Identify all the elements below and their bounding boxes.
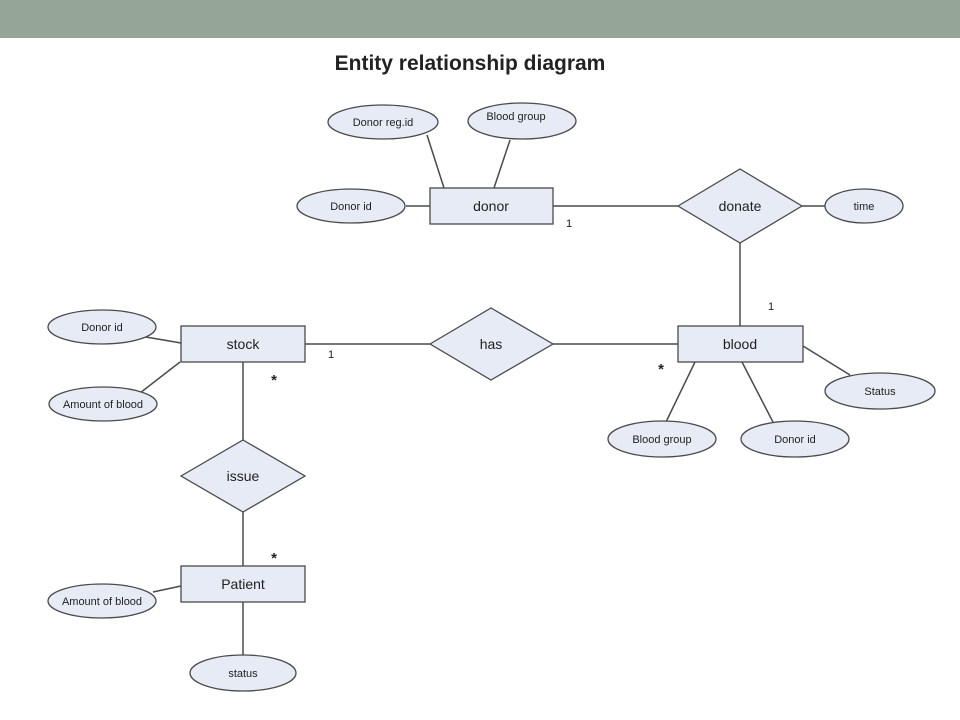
cardinality-stock-has: 1: [328, 349, 334, 361]
attribute-blood-blood-group: Blood group: [607, 420, 717, 458]
page-title: Entity relationship diagram: [334, 52, 606, 75]
link-donor-bloodgroup: [493, 139, 511, 189]
connectors: [139, 134, 851, 656]
header-band: [0, 0, 960, 38]
relationship-has-label: has: [480, 336, 503, 352]
entity-patient-label: Patient: [221, 576, 265, 592]
link-blood-bloodgroup: [664, 361, 696, 425]
svg-text:Donor id: Donor id: [81, 322, 123, 334]
entity-patient: Patient: [180, 565, 306, 603]
link-blood-donorid: [741, 361, 775, 425]
relationship-donate-label: donate: [719, 198, 762, 214]
entity-stock: stock: [180, 325, 306, 363]
attribute-stock-donor-id: Donor id: [47, 309, 157, 345]
attribute-donor-blood-group: Blood group: [467, 102, 577, 140]
link-blood-status: [802, 345, 851, 376]
cardinality-donor-donate: 1: [566, 218, 572, 230]
relationship-has: has: [428, 307, 555, 381]
attribute-blood-status: Status: [824, 372, 936, 410]
svg-text:Blood group: Blood group: [632, 434, 691, 446]
attribute-blood-donor-id: Donor id: [740, 420, 850, 458]
svg-text:time: time: [854, 201, 875, 213]
entity-donor: donor: [429, 187, 554, 225]
cardinality-donate-blood: 1: [768, 301, 774, 313]
svg-text:Donor id: Donor id: [774, 434, 816, 446]
relationship-issue-label: issue: [227, 468, 260, 484]
attribute-donor-reg-id: Donor reg.id: [327, 104, 439, 140]
svg-text:status: status: [228, 668, 258, 680]
attribute-patient-amount-of-blood: Amount of blood: [47, 583, 157, 619]
link-stock-amount: [139, 361, 181, 394]
cardinality-stock-issue: *: [271, 372, 277, 389]
link-patient-amount: [152, 585, 182, 593]
cardinality-has-blood: *: [658, 361, 664, 378]
relationship-donate: donate: [676, 168, 804, 244]
svg-text:Amount of blood: Amount of blood: [62, 596, 142, 608]
attribute-patient-status: status: [189, 654, 297, 692]
entity-donor-label: donor: [473, 198, 509, 214]
entity-stock-label: stock: [227, 336, 261, 352]
svg-text:Donor id: Donor id: [330, 201, 372, 213]
link-donor-regid: [426, 134, 445, 189]
svg-text:Blood group: Blood group: [486, 111, 545, 123]
relationship-issue: issue: [179, 439, 307, 513]
entity-blood-label: blood: [723, 336, 757, 352]
svg-text:Status: Status: [864, 386, 896, 398]
cardinality-issue-patient: *: [271, 550, 277, 567]
attribute-donor-id: Donor id: [296, 188, 406, 224]
entity-blood: blood: [677, 325, 804, 363]
svg-text:Amount of blood: Amount of blood: [63, 399, 143, 411]
svg-text:Donor reg.id: Donor reg.id: [353, 117, 414, 129]
attribute-donate-time: time: [824, 188, 904, 224]
attribute-stock-amount-of-blood: Amount of blood: [48, 386, 158, 422]
